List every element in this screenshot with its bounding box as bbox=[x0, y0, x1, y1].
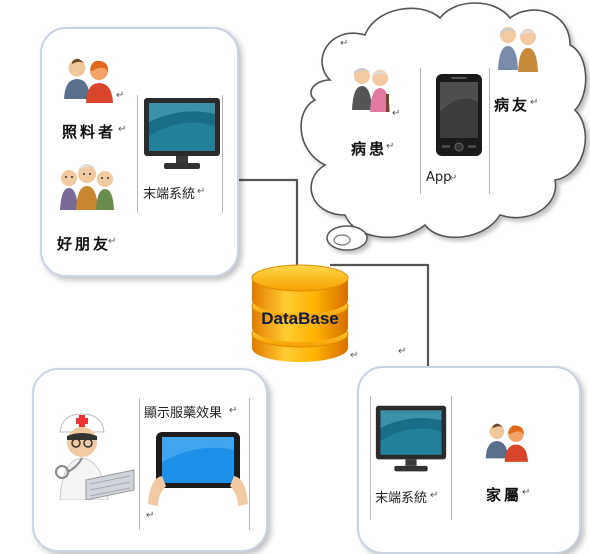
caregiver-label: 照料者 bbox=[62, 123, 117, 141]
smartphone-icon bbox=[436, 74, 482, 156]
text-box-edge bbox=[420, 68, 421, 194]
paragraph-mark: ↵ bbox=[398, 346, 407, 357]
paragraph-mark: ↵ bbox=[146, 510, 155, 521]
line-terminal-to-database bbox=[238, 178, 299, 268]
peer-patients-icon bbox=[498, 27, 538, 72]
paragraph-mark: ↵ bbox=[108, 236, 117, 247]
text-box-edge bbox=[137, 95, 138, 213]
text-box-edge bbox=[249, 398, 250, 530]
paragraph-mark: ↵ bbox=[118, 124, 127, 135]
medication-effect-caption: 顯示服藥效果 bbox=[144, 406, 223, 421]
database-label: DataBase bbox=[261, 309, 339, 328]
family-panel bbox=[357, 366, 581, 554]
paragraph-mark: ↵ bbox=[116, 90, 125, 101]
paragraph-mark: ↵ bbox=[430, 490, 439, 501]
paragraph-mark: ↵ bbox=[392, 108, 401, 119]
text-box-edge bbox=[222, 95, 223, 213]
family-people-icon bbox=[485, 423, 528, 462]
paragraph-mark: ↵ bbox=[350, 350, 359, 361]
family-terminal-system-label: 末端系統 bbox=[375, 491, 428, 506]
line-cloud-to-database bbox=[330, 263, 430, 367]
database-cylinder-icon bbox=[251, 264, 349, 362]
doctor-at-computer-icon bbox=[55, 413, 135, 500]
text-box-edge bbox=[451, 396, 452, 520]
family-terminal-monitor-icon bbox=[375, 405, 447, 472]
paragraph-mark: ↵ bbox=[340, 38, 349, 49]
family-label: 家屬 bbox=[486, 486, 523, 504]
paragraph-mark: ↵ bbox=[449, 173, 458, 184]
elderly-patient-icon bbox=[352, 68, 390, 112]
paragraph-mark: ↵ bbox=[522, 487, 531, 498]
paragraph-mark: ↵ bbox=[530, 97, 539, 108]
patient-label: 病患 bbox=[351, 140, 388, 158]
text-box-edge bbox=[489, 68, 490, 194]
friends-label: 好朋友 bbox=[57, 235, 112, 253]
terminal-system-label: 末端系統 bbox=[143, 187, 196, 202]
text-box-edge bbox=[370, 396, 371, 520]
paragraph-mark: ↵ bbox=[386, 141, 395, 152]
caregiver-people-icon bbox=[64, 58, 113, 103]
tablet-icon bbox=[148, 432, 248, 506]
paragraph-mark: ↵ bbox=[197, 186, 206, 197]
paragraph-mark: ↵ bbox=[229, 405, 238, 416]
terminal-monitor-icon bbox=[144, 98, 220, 169]
peer-label: 病友 bbox=[494, 96, 531, 114]
app-label: App bbox=[426, 170, 452, 185]
elderly-friends-icon bbox=[56, 158, 118, 212]
text-box-edge bbox=[139, 398, 140, 530]
